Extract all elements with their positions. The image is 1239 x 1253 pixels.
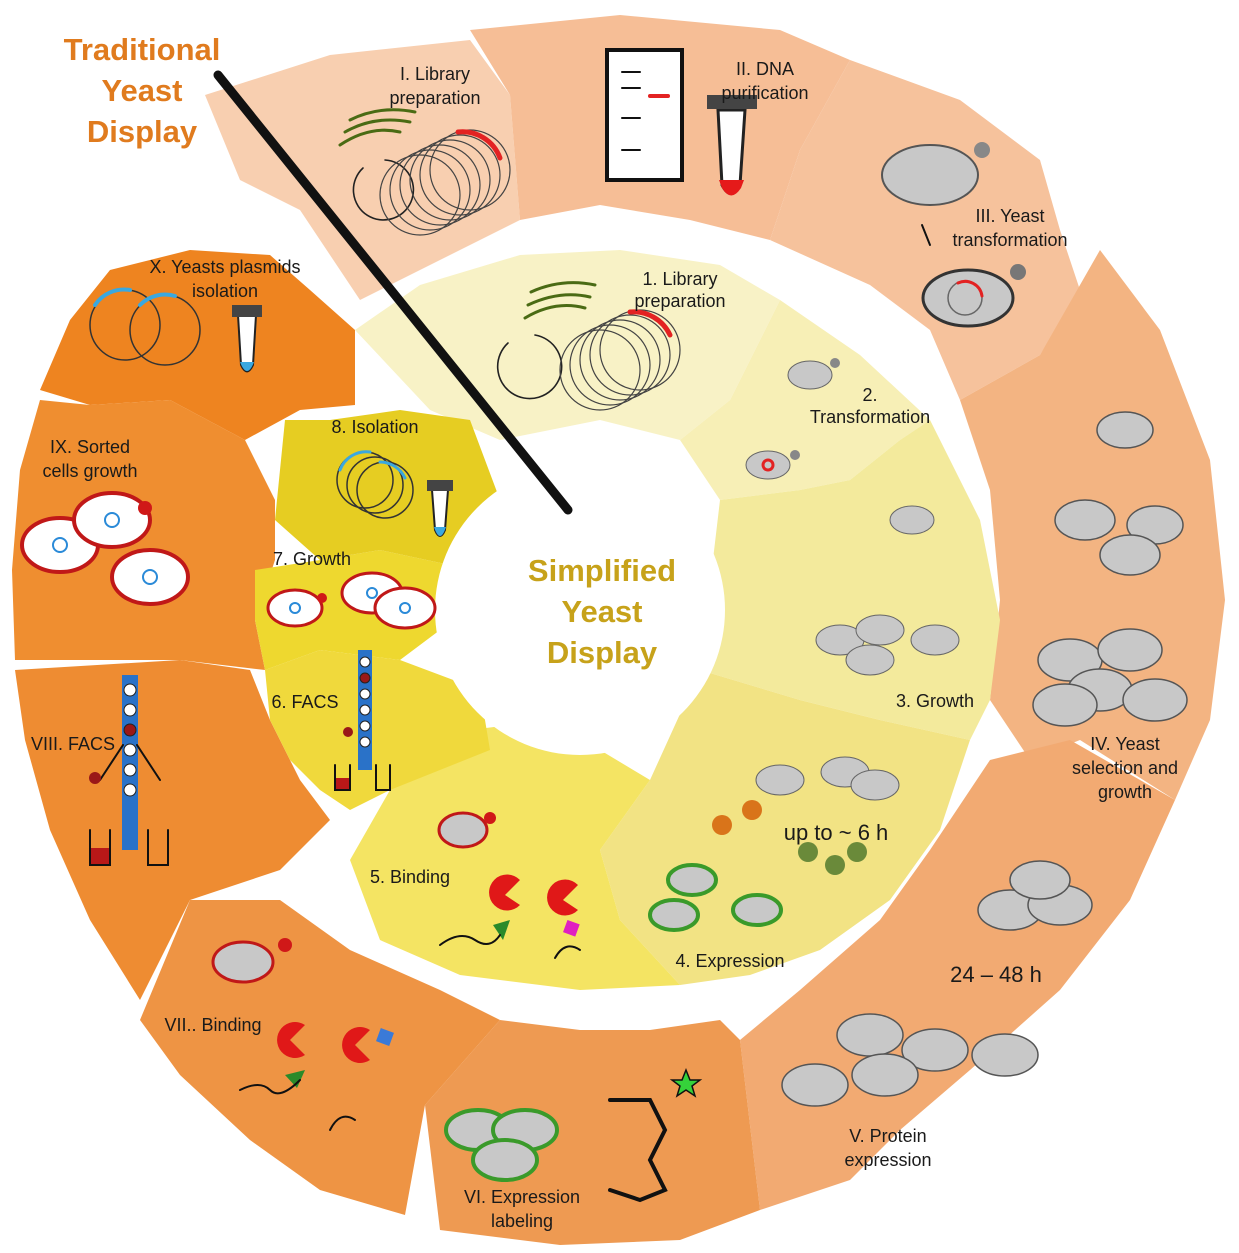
outer-segment-8 bbox=[15, 660, 330, 1000]
traditional-step-5-label-line-1: V. Protein bbox=[849, 1126, 926, 1146]
facs-icon-inner bbox=[334, 650, 391, 791]
traditional-step-6-label-line-2: labeling bbox=[491, 1211, 553, 1231]
traditional-step-10-label-line-1: X. Yeasts plasmids bbox=[149, 257, 300, 277]
tube-icon-outer bbox=[707, 95, 757, 196]
simplified-step-4-label-line-1: 4. Expression bbox=[675, 951, 784, 971]
simplified-step-5-label-line-1: 5. Binding bbox=[370, 867, 450, 887]
growth-icon-inner bbox=[266, 571, 437, 630]
expression-label-icon bbox=[444, 1067, 703, 1203]
traditional-step-3-label-line-2: transformation bbox=[952, 230, 1067, 250]
traditional-step-8-label-line-1: VIII. FACS bbox=[31, 734, 115, 754]
facs-icon-outer bbox=[89, 675, 169, 866]
simplified-title-line-3: Display bbox=[547, 635, 658, 670]
binding-icon-outer bbox=[211, 938, 394, 1131]
simplified-title-line-1: Simplified bbox=[528, 553, 676, 588]
expression-inner-icon bbox=[648, 756, 900, 932]
simplified-step-2-label-line-1: 2. bbox=[862, 385, 877, 405]
traditional-step-4-label-line-2: selection and bbox=[1072, 758, 1178, 778]
outer-segment-10 bbox=[40, 250, 355, 440]
traditional-step-2-label-line-1: II. DNA bbox=[736, 59, 794, 79]
simplified-step-3-label-line-1: 3. Growth bbox=[896, 691, 974, 711]
binding-icon-inner bbox=[437, 811, 581, 959]
traditional-step-4-label-line-1: IV. Yeast bbox=[1090, 734, 1159, 754]
inner-segment-2 bbox=[680, 300, 930, 500]
traditional-step-9-label-line-2: cells growth bbox=[42, 461, 137, 481]
traditional-step-7-label-line-1: VII.. Binding bbox=[164, 1015, 261, 1035]
traditional-title-line-3: Display bbox=[87, 114, 198, 149]
simplified-step-7-label-line-1: 7. Growth bbox=[273, 549, 351, 569]
inner-segment-1 bbox=[355, 250, 780, 440]
traditional-step-4-label-line-3: growth bbox=[1098, 782, 1152, 802]
inner-segment-5 bbox=[350, 720, 680, 990]
outer-segment-1 bbox=[205, 40, 520, 300]
traditional-step-3-label-line-1: III. Yeast bbox=[975, 206, 1044, 226]
traditional-step-1-label-line-1: I. Library bbox=[400, 64, 470, 84]
outer-segment-5 bbox=[740, 740, 1175, 1210]
divider-line bbox=[213, 70, 573, 515]
isolation-icon-inner bbox=[336, 450, 453, 537]
simplified-duration: up to ~ 6 h bbox=[784, 820, 889, 845]
center-circle bbox=[435, 465, 725, 755]
yeast-cluster-outer-4 bbox=[1032, 411, 1188, 727]
simplified-step-6-label-line-1: 6. FACS bbox=[271, 692, 338, 712]
traditional-step-2-label-line-2: purification bbox=[721, 83, 808, 103]
library-icon-inner bbox=[496, 281, 681, 411]
plasmid-isolation-icon bbox=[89, 287, 262, 373]
inner-segment-6 bbox=[265, 650, 490, 810]
yeast-cluster-inner-3 bbox=[815, 505, 960, 676]
library-icon-outer bbox=[338, 108, 511, 236]
outer-segment-6 bbox=[425, 1020, 760, 1245]
labels: I. Library preparation II. DNA purification… bbox=[31, 32, 1178, 1231]
simplified-step-1-label-line-2: preparation bbox=[634, 291, 725, 311]
traditional-title-line-1: Traditional bbox=[64, 32, 221, 67]
traditional-title-line-2: Yeast bbox=[101, 73, 182, 108]
traditional-step-6-label-line-1: VI. Expression bbox=[464, 1187, 580, 1207]
traditional-duration: 24 – 48 h bbox=[950, 962, 1042, 987]
simplified-title-line-2: Yeast bbox=[561, 594, 642, 629]
simplified-step-1-label-line-1: 1. Library bbox=[642, 269, 717, 289]
simplified-step-8-label-line-1: 8. Isolation bbox=[331, 417, 418, 437]
inner-segment-7 bbox=[255, 550, 450, 670]
yeast-transform-inner bbox=[745, 358, 840, 480]
traditional-step-5-label-line-2: expression bbox=[844, 1150, 931, 1170]
traditional-step-10-label-line-2: isolation bbox=[192, 281, 258, 301]
sorted-cells-icon bbox=[20, 491, 190, 606]
gel-icon bbox=[605, 48, 684, 182]
illustrations bbox=[20, 48, 1188, 1203]
traditional-step-1-label-line-2: preparation bbox=[389, 88, 480, 108]
yeast-cluster-outer-5 bbox=[781, 860, 1093, 1107]
simplified-step-2-label-line-2: Transformation bbox=[810, 407, 930, 427]
inner-segment-3 bbox=[700, 420, 1000, 740]
traditional-step-9-label-line-1: IX. Sorted bbox=[50, 437, 130, 457]
yeast-transform-icon bbox=[881, 142, 1026, 328]
